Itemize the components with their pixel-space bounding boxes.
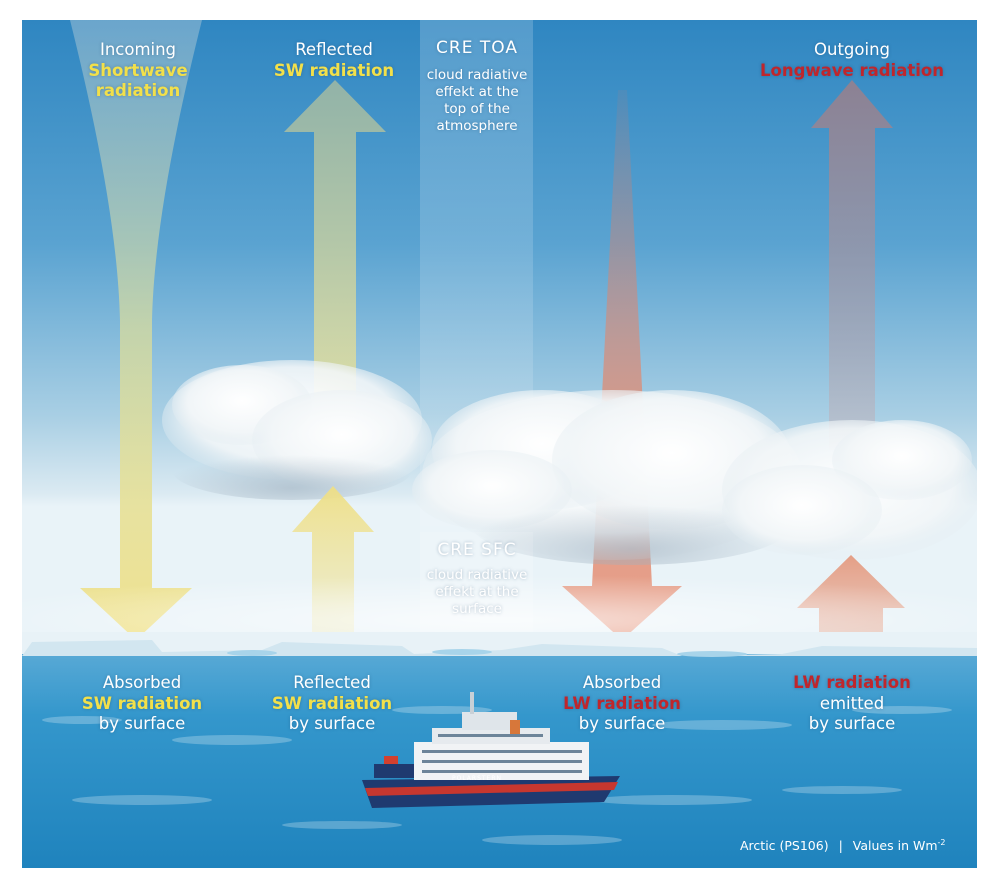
footer-caption: Arctic (PS106) | Values in Wm-2: [740, 838, 945, 853]
ship-polarstern: [362, 692, 620, 808]
label-absorbed-sw-line3: by surface: [98, 714, 186, 734]
label-incoming-sw: Incoming Shortwave radiation: [58, 40, 218, 102]
label-cre-toa-line3: top of the: [444, 101, 510, 117]
label-incoming-line3: radiation: [95, 81, 181, 101]
label-cre-sfc-line2: effekt at the: [435, 584, 519, 601]
cloud-right: [722, 420, 977, 560]
label-cre-toa: CRE TOA cloud radiative effekt at the to…: [412, 38, 542, 135]
outgoing-longwave-arrow: [811, 80, 893, 450]
label-outgoing-lw: Outgoing Longwave radiation: [742, 40, 962, 81]
cloud-left: [162, 360, 432, 500]
label-cre-sfc: CRE SFC cloud radiative effekt at the su…: [412, 540, 542, 618]
label-incoming-line2: Shortwave: [88, 60, 188, 80]
incoming-shortwave-arrow: [70, 20, 202, 640]
label-incoming-line1: Incoming: [99, 40, 177, 59]
label-emitted-lw-line3: by surface: [808, 714, 896, 734]
footer-separator: |: [838, 838, 843, 854]
label-cre-sfc-title: CRE SFC: [437, 540, 517, 560]
label-absorbed-lw-line1: Absorbed: [582, 673, 662, 692]
reflected-sw-arrow: [284, 80, 386, 420]
footer-units-exponent: -2: [937, 838, 946, 847]
label-cre-sfc-line3: surface: [452, 601, 502, 617]
label-cre-toa-line2: effekt at the: [435, 84, 519, 101]
label-reflected-sw-line3: by surface: [288, 714, 376, 734]
label-cre-toa-line4: atmosphere: [436, 117, 518, 134]
sea-ice-edge: [22, 632, 977, 657]
label-outgoing-line1: Outgoing: [814, 40, 890, 59]
ship-name: POLARSTERN: [451, 775, 503, 782]
label-absorbed-sw-line2: SW radiation: [81, 693, 203, 713]
footer-units: Values in Wm: [852, 838, 938, 854]
label-reflected-sw-surface: Reflected SW radiation by surface: [262, 673, 402, 735]
label-reflected-sw-line2: SW radiation: [271, 693, 393, 713]
scene-artwork: [22, 20, 977, 868]
label-emitted-lw: LW radiation emitted by surface: [777, 673, 927, 735]
footer-region: Arctic (PS106): [740, 838, 829, 854]
label-outgoing-line2: Longwave radiation: [760, 60, 944, 80]
label-reflected-sw-top: Reflected SW radiation: [254, 40, 414, 81]
label-reflected-sw-line1: Reflected: [293, 673, 371, 692]
label-reflected-top-line2: SW radiation: [273, 60, 395, 80]
label-absorbed-lw-line3: by surface: [578, 714, 666, 734]
label-cre-toa-line1: cloud radiative: [426, 67, 528, 84]
label-emitted-lw-line1: LW radiation: [793, 673, 911, 692]
label-absorbed-lw: Absorbed LW radiation by surface: [552, 673, 692, 735]
downward-longwave-arrow: [562, 90, 682, 640]
ice-floes: [42, 706, 952, 845]
label-reflected-top-line1: Reflected: [295, 40, 373, 59]
label-cre-toa-title: CRE TOA: [436, 38, 518, 58]
label-cre-sfc-line1: cloud radiative: [426, 567, 528, 584]
label-absorbed-sw-line1: Absorbed: [102, 673, 182, 692]
label-emitted-lw-line2: emitted: [819, 693, 885, 713]
label-absorbed-lw-line2: LW radiation: [563, 693, 681, 713]
radiation-scene: Incoming Shortwave radiation Reflected S…: [22, 20, 977, 868]
label-absorbed-sw: Absorbed SW radiation by surface: [72, 673, 212, 735]
